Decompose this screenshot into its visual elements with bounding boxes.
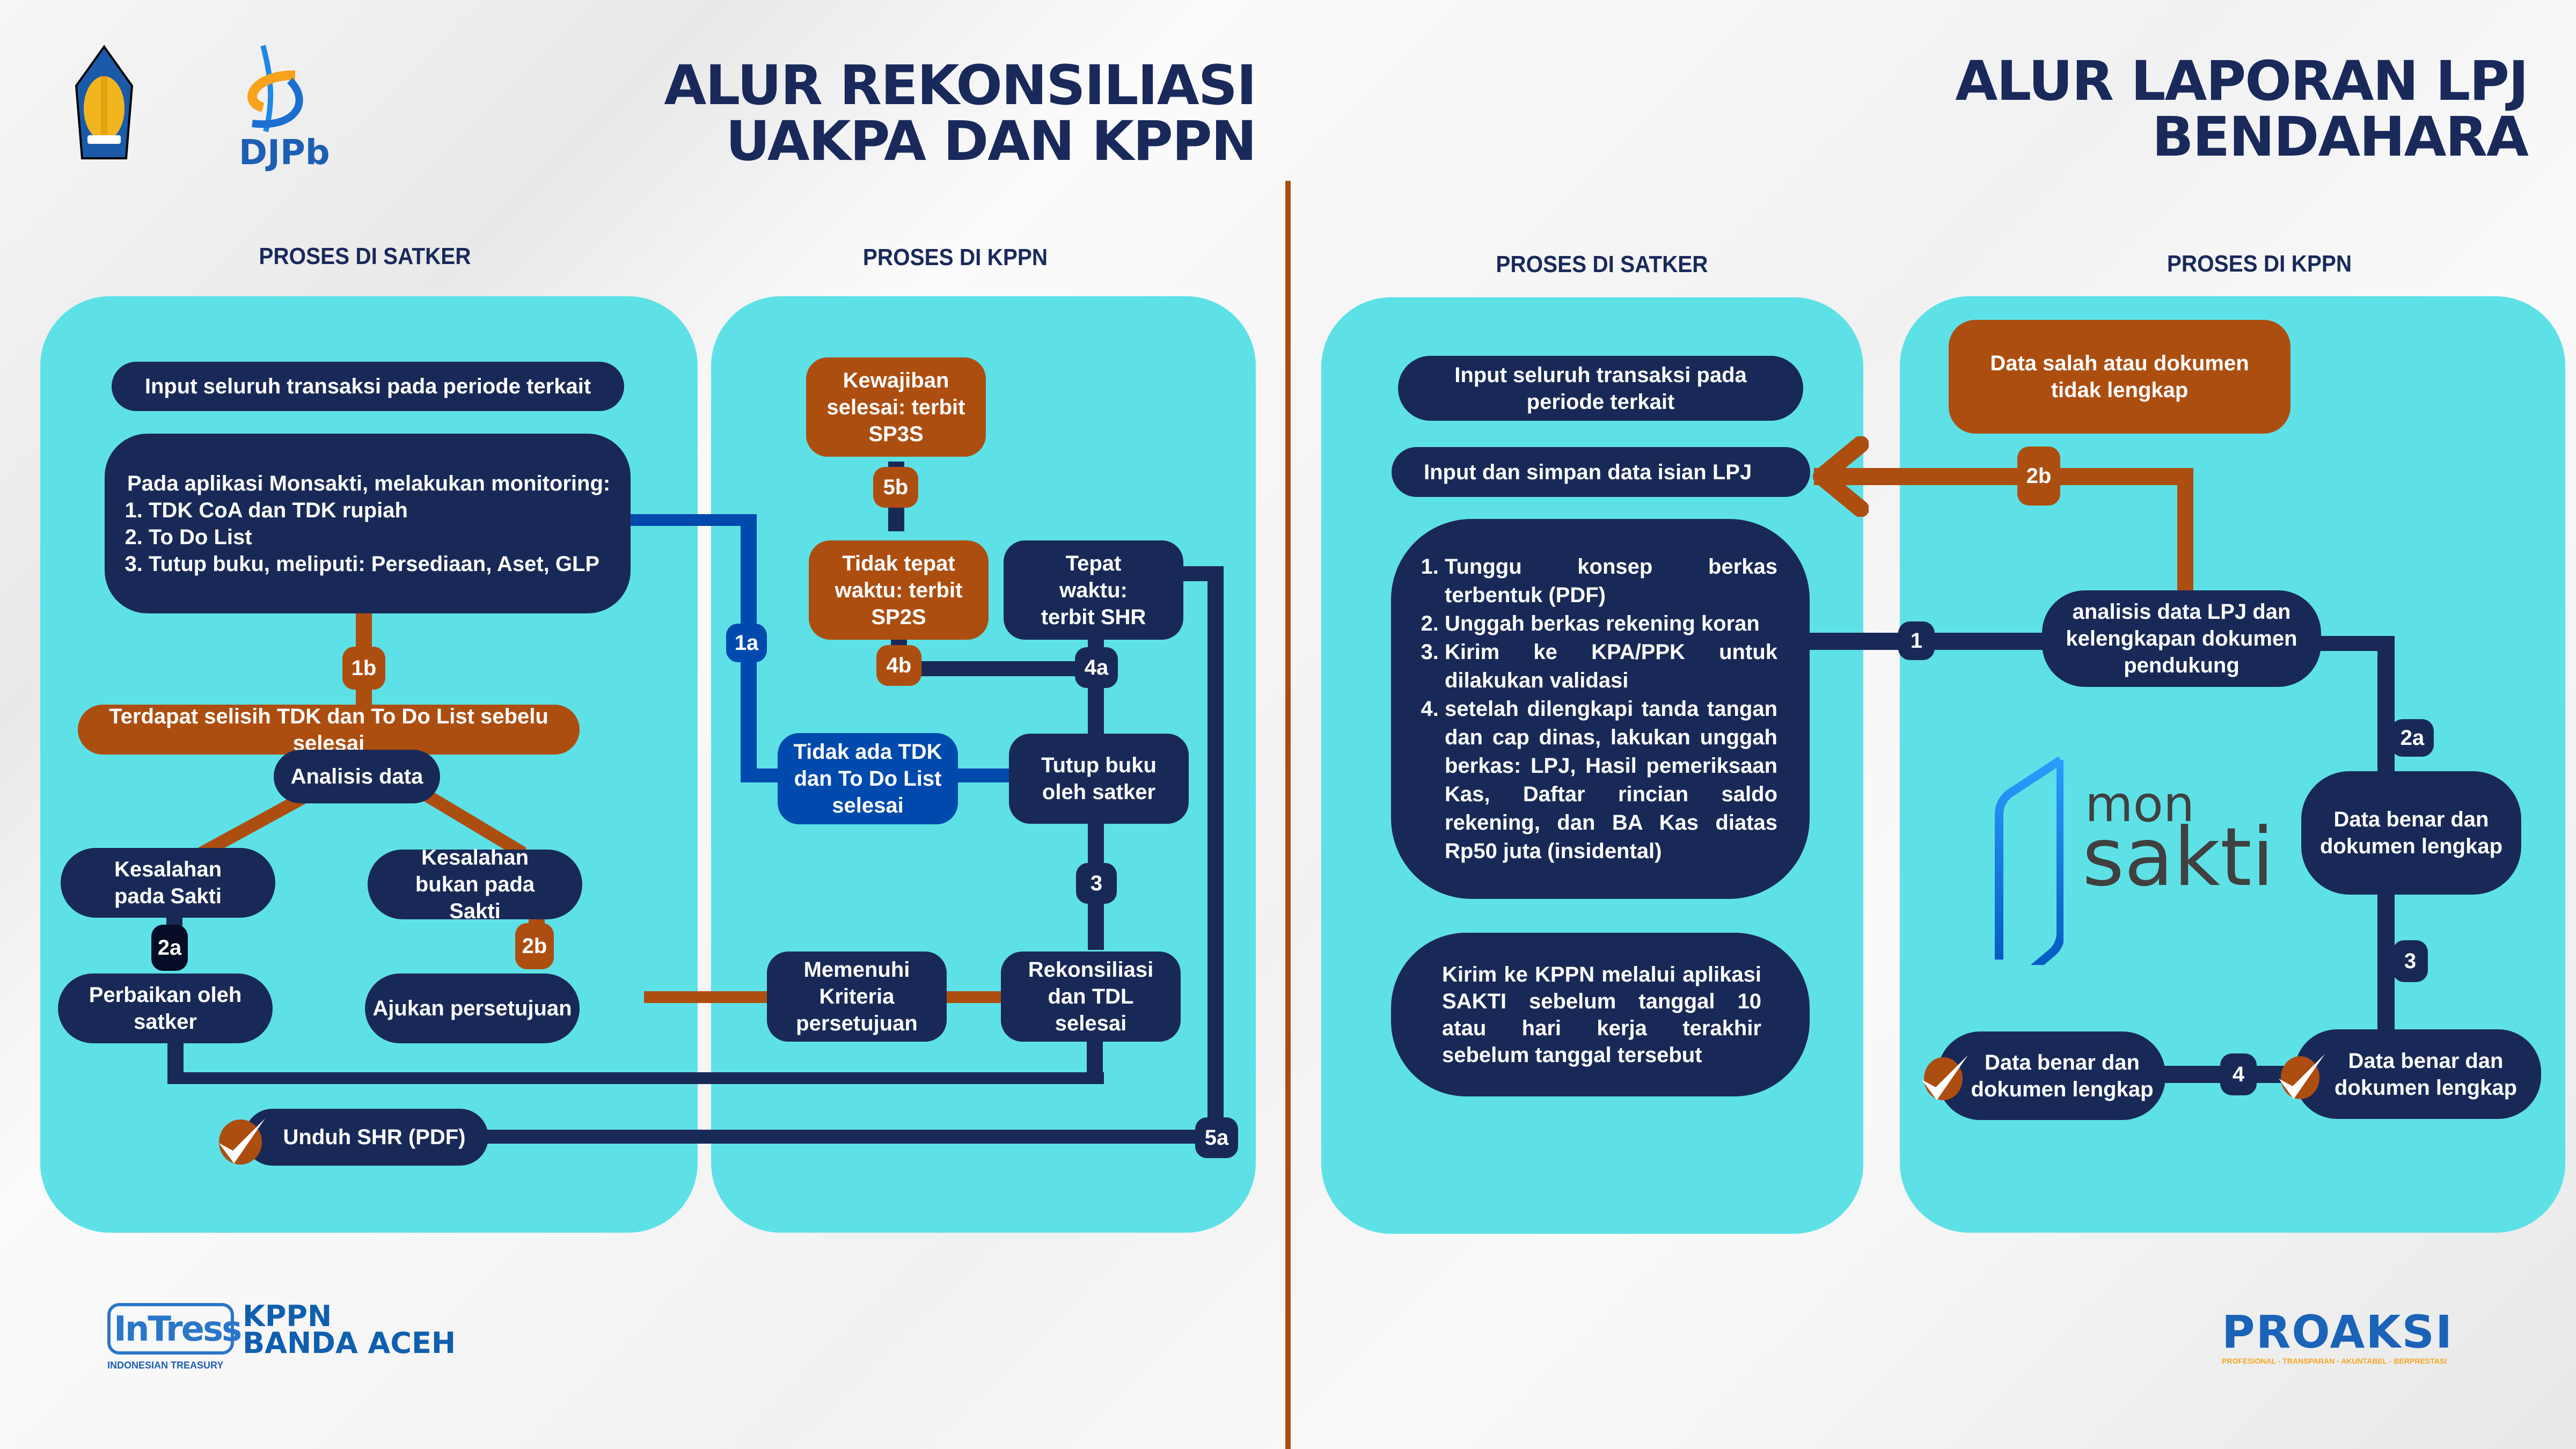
right-kppn-header: PROSES DI KPPN bbox=[2167, 251, 2352, 277]
badge-5b: 5b bbox=[873, 467, 918, 508]
lpj-steps-list: Tunggu konsep berkas terbentuk (PDF) Ung… bbox=[1422, 553, 1777, 866]
box-tutup-buku: Tutup buku oleh satker bbox=[1009, 734, 1189, 824]
badge-3-right: 3 bbox=[2392, 940, 2428, 982]
badge-4a: 4a bbox=[1075, 647, 1118, 688]
badge-1-right: 1 bbox=[1898, 621, 1935, 660]
box-monitoring: Pada aplikasi Monsakti, melakukan monito… bbox=[105, 434, 631, 613]
connector-tidakada-tutup bbox=[955, 769, 1009, 782]
box-analisis-data: Analisis data bbox=[274, 750, 440, 803]
box-data-salah: Data salah atau dokumen tidak lengkap bbox=[1949, 320, 2290, 434]
lpj-step: Tunggu konsep berkas terbentuk (PDF) bbox=[1445, 553, 1777, 610]
connector-2b-right-v bbox=[2177, 468, 2193, 597]
kppn-banda-aceh: KPPN BANDA ACEH bbox=[243, 1299, 456, 1360]
box-input-lpj: Input dan simpan data isian LPJ bbox=[1392, 447, 1810, 497]
badge-5a: 5a bbox=[1195, 1117, 1238, 1158]
proaksi-tagline: PROFESIONAL - TRANSPARAN - AKUNTABEL - B… bbox=[2222, 1357, 2447, 1365]
box-lpj-steps: Tunggu konsep berkas terbentuk (PDF) Ung… bbox=[1391, 519, 1810, 899]
monsakti-mon: mon bbox=[2085, 775, 2195, 833]
arrow-left-icon bbox=[1813, 436, 1869, 517]
box-kesalahan-bukan-sakti: Kesalahan bukan pada Sakti bbox=[368, 846, 582, 923]
box-kesalahan-sakti: Kesalahan pada Sakti bbox=[61, 848, 275, 918]
lpj-step: Kirim ke KPA/PPK untuk dilakukan validas… bbox=[1445, 638, 1777, 695]
intress-text: InTress bbox=[114, 1309, 242, 1349]
monitoring-list: TDK CoA dan TDK rupiah To Do List Tutup … bbox=[127, 497, 610, 577]
left-kppn-header: PROSES DI KPPN bbox=[862, 244, 1048, 270]
connector-perbaikan-rekon bbox=[167, 1072, 1104, 1084]
title-lpj: ALUR LAPORAN LPJ BENDAHARA bbox=[1955, 49, 2529, 169]
badge-2a: 2a bbox=[151, 925, 188, 971]
intress-logo: InTress INDONESIAN TREASURY bbox=[107, 1303, 242, 1378]
box-tidak-ada-tdk: Tidak ada TDK dan To Do List selesai bbox=[778, 733, 958, 824]
box-input-transaksi-right: Input seluruh transaksi pada periode ter… bbox=[1398, 356, 1803, 421]
kirim-text: Kirim ke KPPN melalui aplikasi SAKTI seb… bbox=[1442, 962, 1761, 1067]
check-icon bbox=[2279, 1054, 2325, 1099]
monsakti-logo: mon sakti bbox=[1994, 756, 2294, 965]
badge-3-left: 3 bbox=[1076, 863, 1117, 904]
box-tepat-shr: Tepat waktu: terbit SHR bbox=[1004, 540, 1183, 640]
connector-5a-v bbox=[1208, 566, 1224, 1146]
monitoring-title: Pada aplikasi Monsakti, melakukan monito… bbox=[127, 471, 611, 495]
box-data-benar-right: Data benar dan dokumen lengkap bbox=[2294, 1029, 2541, 1119]
box-selisih: Terdapat selisih TDK dan To Do List sebe… bbox=[78, 705, 580, 755]
left-satker-header: PROSES DI SATKER bbox=[259, 243, 471, 269]
box-memenuhi-kriteria: Memenuhi Kriteria persetujuan bbox=[767, 952, 947, 1042]
box-ajukan: Ajukan persetujuan bbox=[365, 974, 580, 1043]
section-divider bbox=[1285, 181, 1291, 1449]
monsakti-sakti: sakti bbox=[2082, 811, 2274, 904]
kemenkeu-logo bbox=[74, 44, 134, 167]
badge-2b: 2b bbox=[515, 923, 554, 969]
right-satker-header: PROSES DI SATKER bbox=[1496, 251, 1708, 277]
badge-2a-right: 2a bbox=[2391, 719, 2434, 757]
box-kewajiban-sp3s: Kewajiban selesai: terbit SP3S bbox=[806, 357, 986, 457]
box-tidak-tepat-sp2s: Tidak tepat waktu: terbit SP2S bbox=[809, 540, 989, 640]
box-unduh-shr: Unduh SHR (PDF) bbox=[244, 1109, 488, 1166]
intress-sub: INDONESIAN TREASURY bbox=[107, 1360, 224, 1371]
box-perbaikan: Perbaikan oleh satker bbox=[58, 974, 273, 1043]
badge-4: 4 bbox=[2220, 1053, 2257, 1095]
lpj-step: setelah dilengkapi tanda tangan dan cap … bbox=[1445, 695, 1777, 866]
badge-1b: 1b bbox=[342, 647, 385, 690]
connector-5a-h bbox=[472, 1130, 1224, 1144]
badge-1a: 1a bbox=[726, 624, 767, 662]
check-icon bbox=[1922, 1055, 1968, 1100]
djpb-logo: DJPb bbox=[231, 43, 338, 173]
badge-4b: 4b bbox=[876, 645, 921, 686]
check-icon bbox=[219, 1118, 265, 1165]
connector-rekon-down bbox=[1087, 1041, 1103, 1084]
proaksi-text: PROAKSI bbox=[2222, 1306, 2454, 1358]
connector-1a-h bbox=[628, 514, 757, 526]
monitoring-item: Tutup buku, meliputi: Persediaan, Aset, … bbox=[149, 551, 610, 577]
monitoring-item: To Do List bbox=[149, 524, 610, 551]
connector-2b-right-h bbox=[1814, 468, 2190, 485]
box-rekonsiliasi-selesai: Rekonsiliasi dan TDL selesai bbox=[1001, 952, 1181, 1042]
monitoring-item: TDK CoA dan TDK rupiah bbox=[149, 497, 610, 524]
unduh-label: Unduh SHR (PDF) bbox=[283, 1125, 466, 1149]
proaksi-logo: PROAKSI PROFESIONAL - TRANSPARAN - AKUNT… bbox=[2222, 1309, 2485, 1368]
box-analisis-lpj: analisis data LPJ dan kelengkapan dokume… bbox=[2042, 590, 2321, 687]
badge-2b-right: 2b bbox=[2017, 447, 2060, 506]
box-input-transaksi: Input seluruh transaksi pada periode ter… bbox=[112, 362, 624, 411]
connector-4b-4a bbox=[907, 661, 1100, 676]
box-kirim-kppn: Kirim ke KPPN melalui aplikasi SAKTI seb… bbox=[1391, 933, 1810, 1096]
box-data-benar-left: Data benar dan dokumen lengkap bbox=[1937, 1031, 2165, 1120]
lpj-step: Unggah berkas rekening koran bbox=[1445, 610, 1777, 638]
box-data-benar-1: Data benar dan dokumen lengkap bbox=[2301, 771, 2521, 895]
djpb-text: DJPb bbox=[239, 133, 330, 173]
title-rekonsiliasi: ALUR REKONSILIASI UAKPA DAN KPPN bbox=[664, 54, 1257, 173]
